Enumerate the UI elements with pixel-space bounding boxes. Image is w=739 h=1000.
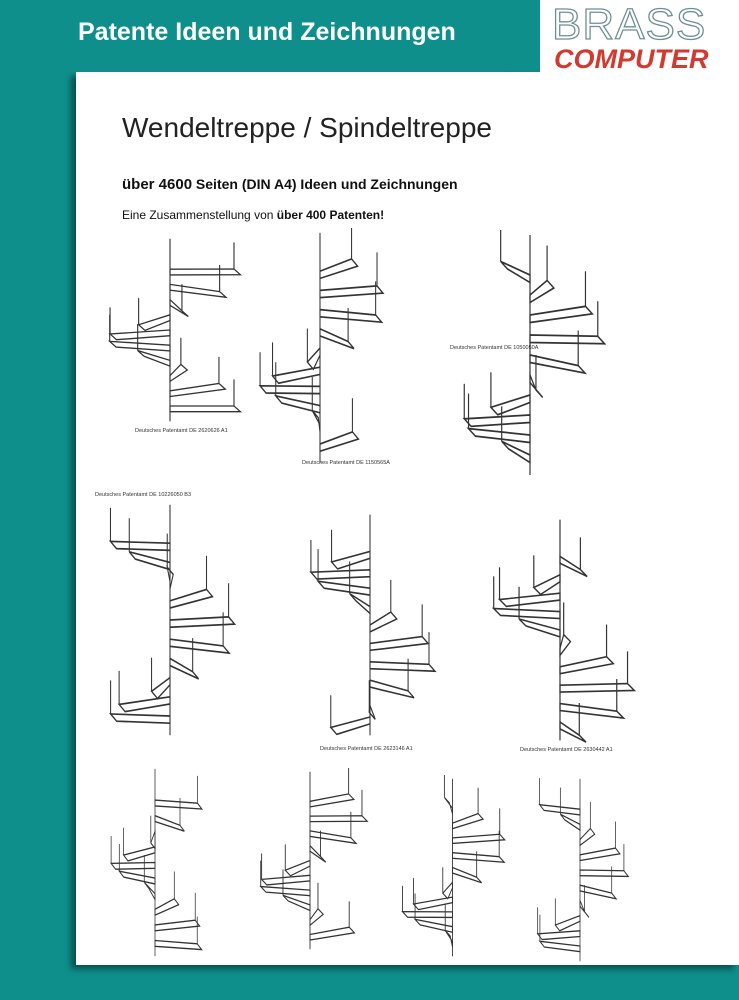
line-prefix: Eine Zusammenstellung von (122, 208, 277, 222)
subtitle: über 4600 Seiten (DIN A4) Ideen und Zeic… (122, 176, 458, 193)
patent-drawing (100, 765, 210, 960)
logo-background (540, 0, 739, 72)
line-bold: über 400 Patenten! (276, 208, 385, 222)
header-bar (0, 0, 540, 72)
logo-brass: BRASS (551, 0, 707, 50)
header-title: Patente Ideen und Zeichnungen (78, 18, 456, 46)
patent-drawing (525, 775, 635, 965)
caption: Deutsches Patentamt DE 2630442 A1 (520, 747, 613, 753)
caption: Deutsches Patentamt DE 1050050A (450, 345, 539, 351)
patent-drawing (390, 771, 515, 960)
patent-drawing (95, 500, 245, 740)
patent-drawing (90, 235, 250, 425)
patent-count-line: Eine Zusammenstellung von über 400 Paten… (122, 208, 384, 222)
subtitle-rest: Seiten (DIN A4) Ideen und Zeichnungen (192, 176, 458, 192)
patent-drawing (245, 225, 395, 468)
caption: Deutsches Patentamt DE 1150565A (302, 460, 390, 466)
caption: Deutsches Patentamt DE 2620626 A1 (135, 428, 228, 434)
caption: Deutsches Patentamt DE 2623146 A1 (320, 746, 413, 752)
subtitle-bold: über 4600 (122, 176, 193, 193)
patent-drawing (445, 226, 615, 480)
page-title: Wendeltreppe / Spindeltreppe (122, 112, 492, 143)
cover-page (76, 72, 739, 965)
patent-drawing (245, 767, 375, 953)
patent-drawing (295, 510, 445, 740)
patent-drawing (475, 515, 645, 745)
caption: Deutsches Patentamt DE 10226050 B3 (95, 492, 192, 498)
logo-computer: COMPUTER (554, 44, 709, 74)
